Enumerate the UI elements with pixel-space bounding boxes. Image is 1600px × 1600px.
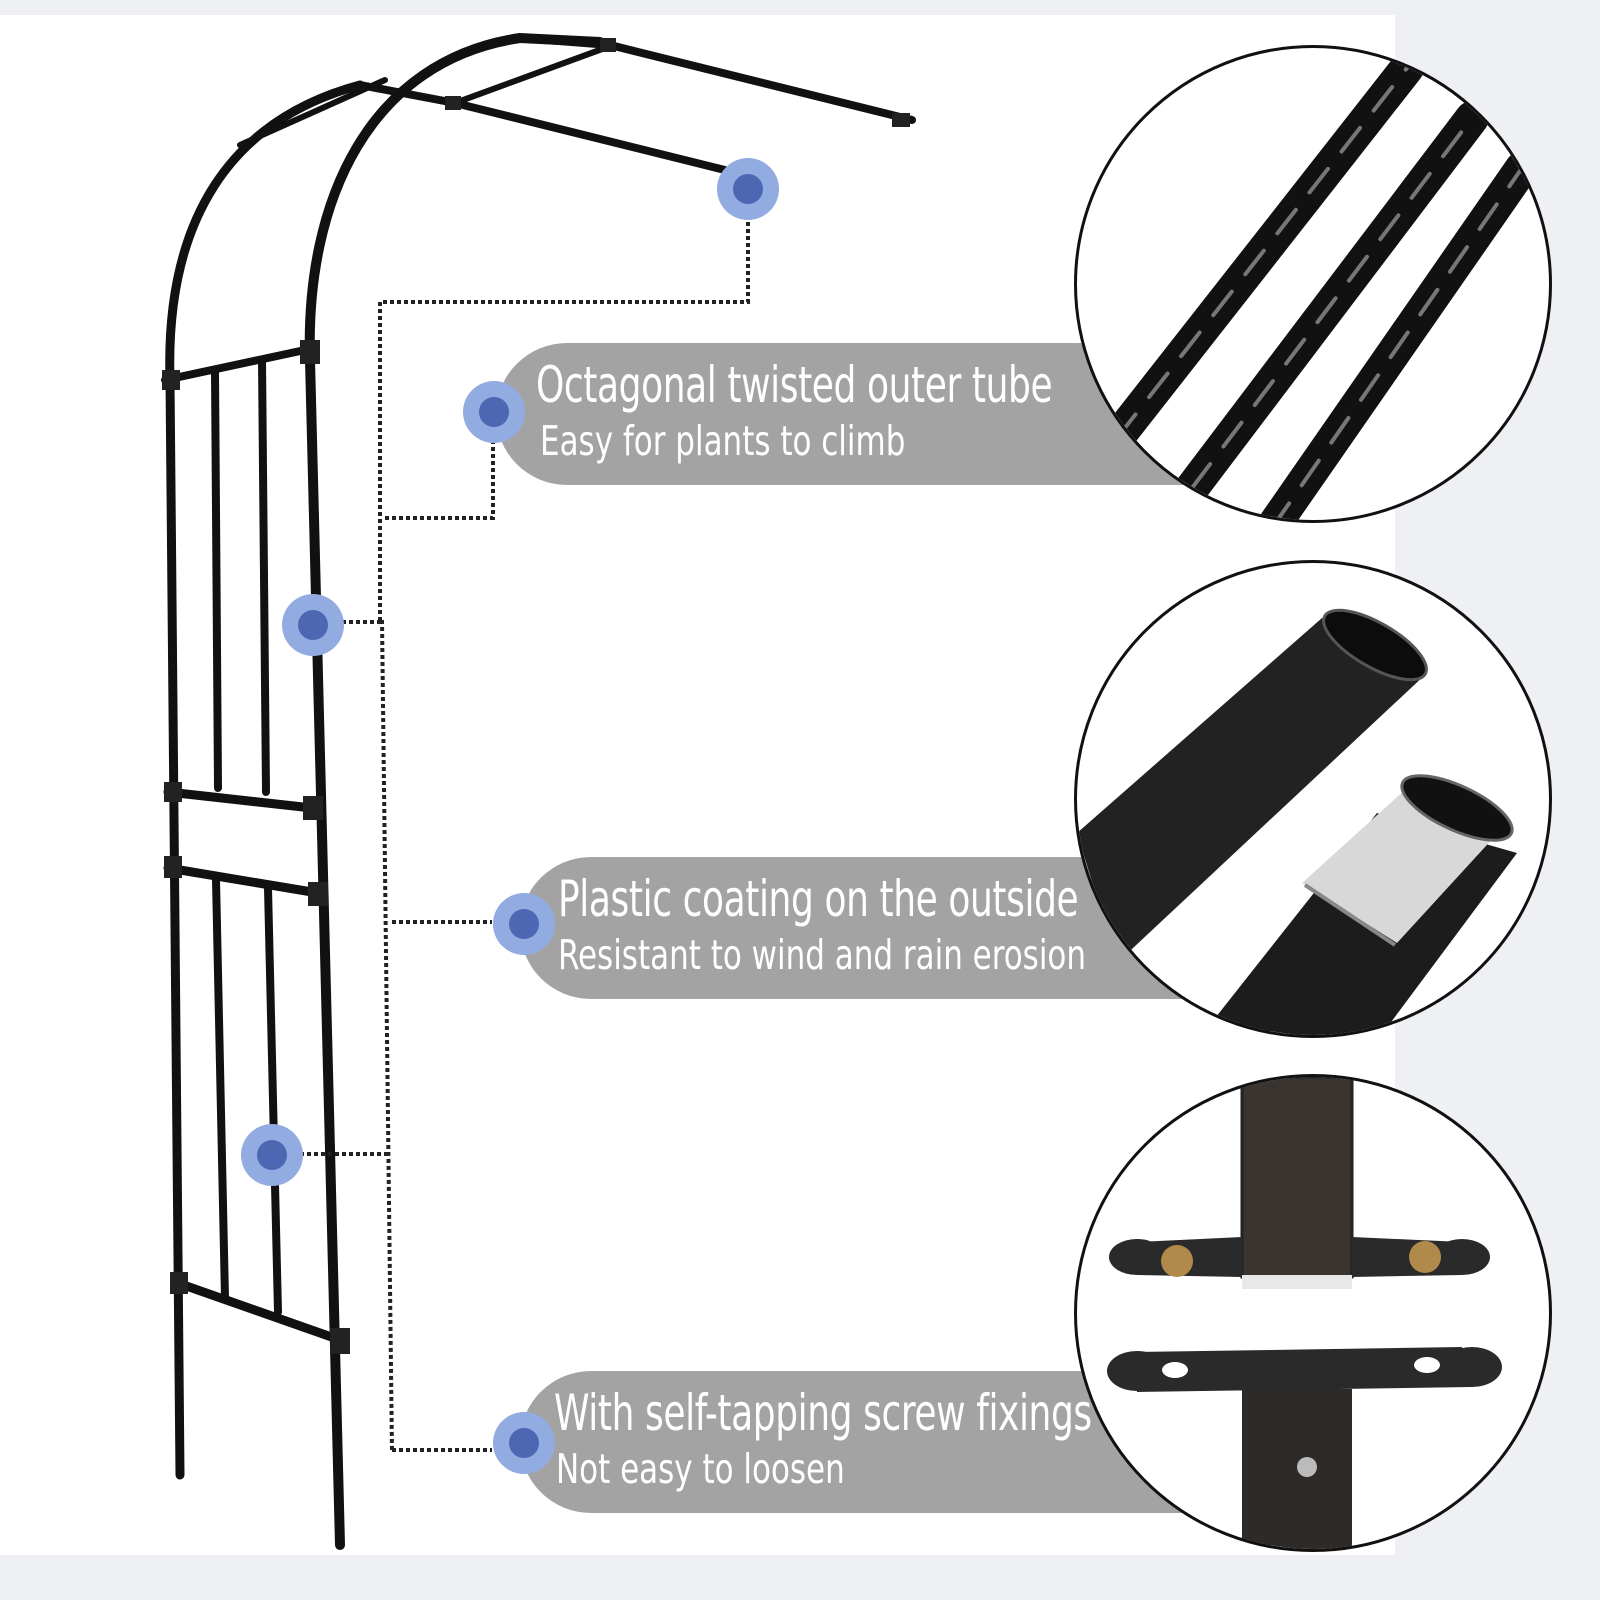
coated-tube-cutaway-icon [1074,560,1552,1038]
feature-subtitle: Easy for plants to climb [540,417,906,465]
feature-title: Plastic coating on the outside [558,870,1079,928]
feature-title: Octagonal twisted outer tube [536,356,1053,414]
base-plate-screw-icon [1074,1074,1552,1552]
feature-title: With self-tapping screw fixings [554,1384,1092,1442]
frame-joints [162,38,910,1354]
marker-dot [241,1124,303,1186]
twisted-tubes-icon [1074,45,1552,523]
leader-lines [300,222,750,1453]
marker-dot [463,381,525,443]
marker-dot [493,893,555,955]
marker-dot [493,1412,555,1474]
marker-dot [282,594,344,656]
feature-subtitle: Not easy to loosen [556,1445,845,1493]
marker-dot [717,158,779,220]
feature-subtitle: Resistant to wind and rain erosion [558,931,1087,979]
arch-frame [161,32,916,1550]
